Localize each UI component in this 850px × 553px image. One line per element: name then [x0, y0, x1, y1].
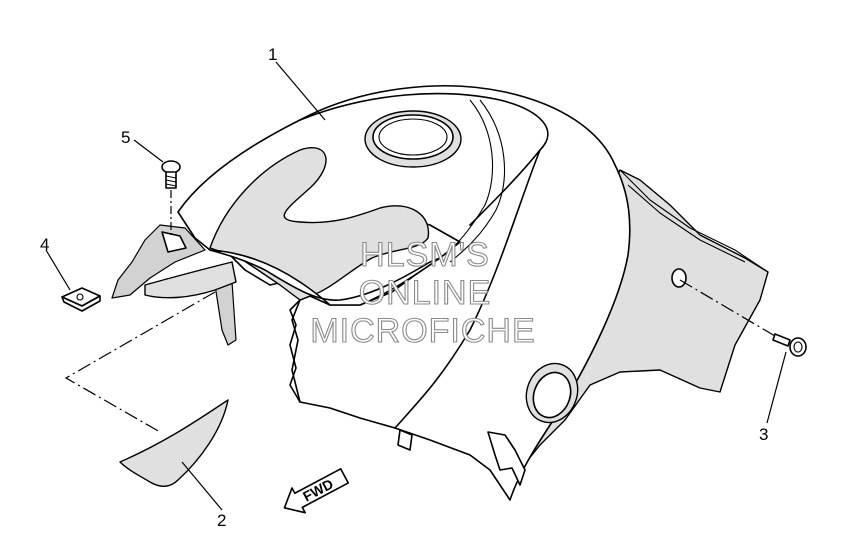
tank-cover-seat-recess	[209, 147, 430, 301]
fwd-label: FWD	[300, 475, 336, 504]
part-4-clip-nut	[61, 287, 101, 312]
tank-cover-ridge-line	[439, 99, 494, 259]
callout-4: 4	[40, 235, 49, 254]
tank-cover-top-contour	[299, 92, 549, 226]
watermark-line-3: MICROFICHE	[310, 312, 535, 350]
clip-nut-hole	[76, 293, 84, 301]
fuel-cap-inner-ring	[378, 118, 448, 156]
part-2-emblem	[119, 399, 229, 487]
left-mount-bracket	[111, 224, 237, 346]
mounting-hole	[671, 268, 687, 288]
bottom-tab-right	[487, 431, 526, 486]
right-upper-edge-2	[627, 184, 746, 263]
bolt-3-shank	[772, 333, 791, 347]
bolt-3-head-recess	[793, 341, 803, 353]
callout-2: 2	[217, 511, 226, 530]
assembly-line-bolt	[679, 279, 776, 337]
left-stepped-edge	[289, 299, 301, 403]
leader-2	[181, 461, 223, 511]
callout-3: 3	[759, 425, 768, 444]
fwd-direction-arrow: FWD	[283, 468, 350, 514]
left-hanging-strut	[214, 281, 237, 346]
watermark: HLSM'S ONLINE MICROFICHE	[310, 235, 535, 350]
leader-3	[766, 351, 787, 424]
bottom-tab-left	[397, 429, 413, 451]
leader-5	[133, 139, 164, 163]
leader-lines	[45, 61, 787, 511]
part-3-bolt	[772, 333, 807, 357]
tank-cover-side-fold	[394, 149, 541, 429]
leader-1	[275, 61, 326, 121]
left-inner-panel	[144, 261, 237, 299]
part-1-tank-cover	[177, 85, 769, 501]
clip-nut-side	[61, 295, 101, 312]
lower-scoop-opening	[532, 371, 572, 419]
leader-4	[45, 249, 71, 291]
callout-1: 1	[268, 45, 277, 64]
right-upper-edge	[619, 169, 769, 273]
left-bracket-tab	[161, 231, 187, 253]
part-5-screw	[161, 160, 181, 189]
screw-5-threads	[165, 175, 177, 187]
watermark-line-1: HLSM'S	[360, 236, 490, 274]
fuel-cap-opening	[372, 114, 454, 160]
assembly-line-emblem	[64, 291, 216, 433]
bolt-3-head	[789, 337, 807, 357]
fwd-arrow-shape	[283, 468, 350, 514]
watermark-line-2: ONLINE	[359, 274, 492, 312]
callout-5: 5	[121, 128, 130, 147]
tank-cover-ridge-line-2	[449, 99, 505, 263]
